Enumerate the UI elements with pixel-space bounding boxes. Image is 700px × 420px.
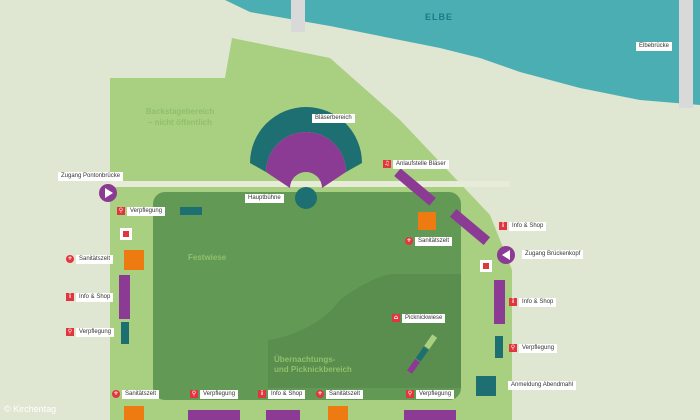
verpflegung-label-top: Verpflegung (127, 207, 166, 216)
info-shop-label-top-right: Info & Shop (509, 222, 547, 231)
info-shop-label-bottom: Info & Shop (268, 390, 306, 399)
anmeldung-box (476, 376, 496, 396)
sanitaetszelt-label-inner: Sanitätszelt (415, 237, 453, 246)
copyright-text: © Kirchentag (4, 404, 57, 414)
info-shop-label-left: Info & Shop (76, 293, 114, 302)
verpflegung-label-bottom-1: Verpflegung (200, 390, 239, 399)
first-aid-icon: + (112, 390, 120, 398)
uebernachtung-label: Übernachtungs- und Picknickbereich (274, 355, 352, 374)
music-note-icon: ♫ (383, 160, 391, 168)
bottom-stand-2 (266, 410, 300, 420)
anlaufstelle-bar-1 (394, 168, 436, 206)
stage-area (266, 132, 346, 188)
bridge-label: Elbebrücke (636, 42, 673, 51)
hauptbuehne-label: Hauptbühne (245, 194, 284, 203)
picknickwiese-label: Picknickwiese (402, 314, 446, 323)
verpflegung-stand-top (180, 207, 202, 215)
elbe-bridge (679, 0, 693, 108)
cutlery-icon: ⚲ (190, 390, 198, 398)
sanitaetszelt-tent-bottom-left (124, 406, 144, 420)
cutlery-icon: ⚲ (509, 344, 517, 352)
first-aid-icon: + (66, 255, 74, 263)
sanitaetszelt-label-left: Sanitätszelt (76, 255, 114, 264)
elbe-river (225, 0, 700, 105)
info-shop-stand-left (119, 275, 130, 319)
river-label: ELBE (425, 12, 454, 22)
sanitaetszelt-tent-inner (418, 212, 436, 230)
hauptbuehne-marker (295, 187, 317, 209)
blaeser-label: Bläserbereich (312, 114, 355, 123)
festwiese-label: Festwiese (188, 253, 227, 262)
verpflegung-stand-left (121, 322, 129, 344)
ponton-bridge (291, 0, 305, 32)
sanitaetszelt-label-bottom-1: Sanitätszelt (122, 390, 160, 399)
sanitaetszelt-tent-bottom-mid (328, 406, 348, 420)
cutlery-icon: ⚲ (117, 207, 125, 215)
info-icon: i (258, 390, 266, 398)
anlaufstelle-label: Anlaufstelle Bläser (393, 160, 449, 169)
sanitaetszelt-label-bottom-2: Sanitätszelt (326, 390, 364, 399)
verpflegung-label-bottom-2: Verpflegung (416, 390, 455, 399)
info-shop-stand-right (494, 280, 505, 324)
anmeldung-label: Anmeldung Abendmahl (508, 381, 577, 390)
picnic-basket-icon: ⌂ (392, 314, 400, 322)
info-shop-label-right: Info & Shop (519, 298, 557, 307)
info-icon: i (509, 298, 517, 306)
cutlery-icon: ⚲ (406, 390, 414, 398)
access-path (110, 181, 510, 187)
info-icon: i (499, 222, 507, 230)
picnic-area (268, 274, 461, 388)
backstage-label: Backstagebereich – nicht öffentlich (145, 107, 215, 127)
bottom-stand-3 (404, 410, 456, 420)
sanitaetszelt-tent-left (124, 250, 144, 270)
bottom-stand-1 (188, 410, 240, 420)
brueckenkopf-access-label: Zugang Brückenkopf (522, 250, 584, 259)
first-aid-icon: + (405, 237, 413, 245)
first-aid-icon: + (316, 390, 324, 398)
cutlery-icon: ⚲ (66, 328, 74, 336)
blaeser-area (250, 107, 362, 172)
verpflegung-stand-right (495, 336, 503, 358)
ponton-access-label: Zugang Pontonbrücke (58, 172, 124, 181)
anlaufstelle-bar-2 (449, 209, 491, 245)
info-icon: i (66, 293, 74, 301)
picnic-blankets (407, 334, 438, 374)
verpflegung-label-left: Verpflegung (76, 328, 115, 337)
verpflegung-label-right: Verpflegung (519, 344, 558, 353)
